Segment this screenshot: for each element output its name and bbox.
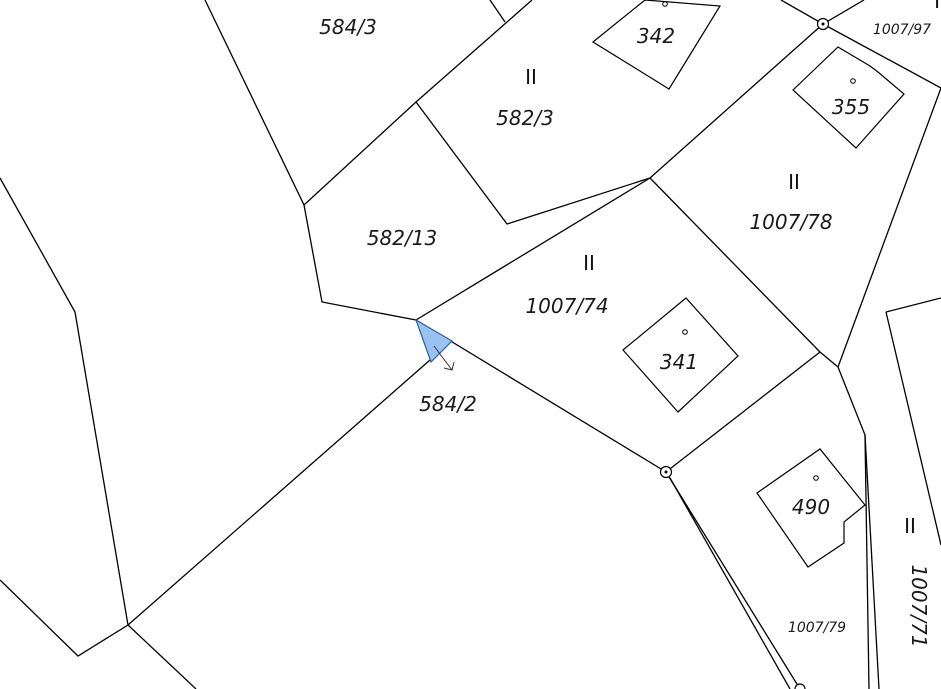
building-point-icon: [682, 329, 688, 335]
building-point-icon: [813, 475, 819, 481]
building-341[interactable]: [622, 297, 739, 413]
buildings: [591, 0, 905, 568]
land-use-symbol: II: [904, 514, 916, 538]
direction-arrow-icon: [433, 345, 453, 371]
building-label-341: 341: [660, 350, 698, 374]
building-labels: 342 355 341 490: [637, 24, 870, 519]
parcel-label-1007-78: 1007/78: [749, 210, 832, 234]
parcel-label-1007-74: 1007/74: [525, 294, 608, 318]
building-label-342: 342: [637, 24, 675, 48]
land-use-symbol: II: [788, 170, 800, 194]
land-use-symbol: II: [583, 251, 595, 275]
building-490[interactable]: [756, 448, 866, 568]
building-label-490: 490: [792, 495, 830, 519]
direction-arrow-head-icon: [443, 361, 455, 371]
parcel-labels: 584/3 582/3 582/13 584/2 1007/74 1007/78…: [319, 15, 931, 648]
selected-parcel-highlight[interactable]: [414, 318, 453, 364]
parcel-label-1007-71: 1007/71: [907, 564, 931, 647]
land-use-symbol: II: [525, 65, 537, 89]
parcel-label-582-3: 582/3: [496, 106, 554, 130]
parcel-label-1007-79: 1007/79: [788, 620, 846, 636]
building-point-icon: [662, 1, 668, 7]
building-point-icon: [850, 78, 856, 84]
parcel-label-584-3: 584/3: [319, 15, 377, 39]
land-use-symbols: II II II II II: [525, 0, 941, 538]
survey-point-center-icon: [664, 470, 668, 474]
land-use-symbol: II: [934, 0, 941, 13]
survey-point-center-icon: [821, 22, 825, 26]
survey-point-icon[interactable]: [794, 683, 806, 689]
building-label-355: 355: [832, 95, 870, 119]
survey-points: [659, 17, 830, 689]
parcel-label-582-13: 582/13: [367, 226, 437, 250]
building-355[interactable]: [792, 46, 905, 149]
building-342[interactable]: [591, 0, 722, 90]
parcel-label-1007-97: 1007/97: [873, 22, 931, 38]
parcel-label-584-2: 584/2: [419, 392, 477, 416]
